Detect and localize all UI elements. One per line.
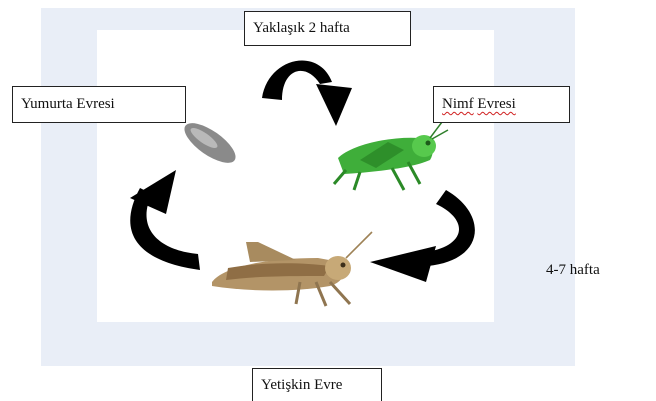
egg-image (179, 116, 242, 170)
egg-stage-label: Yumurta Evresi (12, 86, 186, 123)
nymph-to-adult-duration-label: 4-7 hafta (546, 262, 600, 279)
arrow-nymph-to-adult (370, 190, 475, 282)
nymph-to-adult-duration-text: 4-7 hafta (546, 262, 600, 278)
adult-grasshopper-image (212, 232, 372, 306)
adult-stage-text: Yetişkin Evre (261, 378, 342, 393)
nymph-stage-word-1: Nimf (442, 96, 474, 112)
nymph-stage-label: Nimf Evresi (433, 86, 570, 123)
nymph-grasshopper-image (334, 122, 448, 190)
egg-to-nymph-duration-text: Yaklaşık 2 hafta (253, 21, 350, 36)
egg-to-nymph-duration-label: Yaklaşık 2 hafta (244, 11, 411, 46)
arrow-egg-to-nymph (262, 61, 352, 126)
arrow-adult-to-egg (130, 170, 200, 270)
adult-stage-label: Yetişkin Evre (252, 368, 382, 401)
egg-stage-text: Yumurta Evresi (21, 97, 115, 112)
nymph-stage-word-2: Evresi (477, 96, 515, 112)
nymph-stage-text: Nimf Evresi (442, 97, 516, 112)
